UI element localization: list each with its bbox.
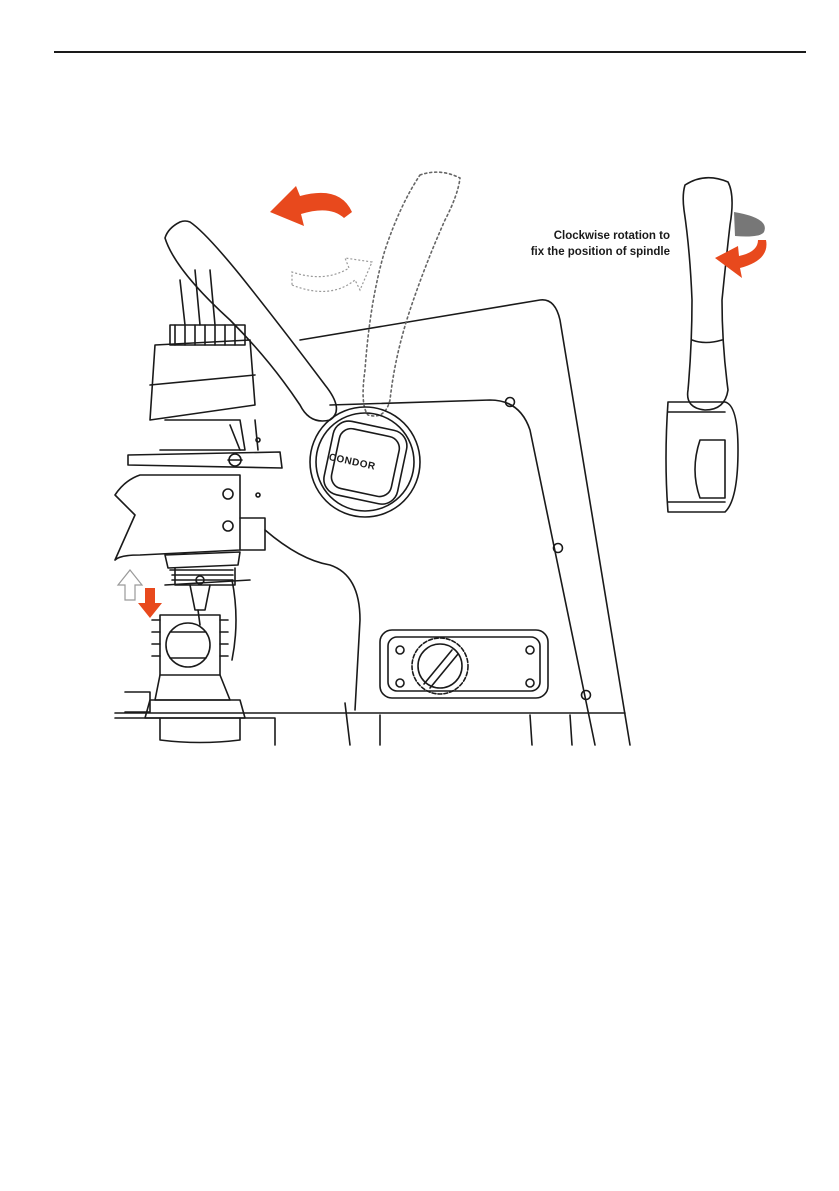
down-arrow-red bbox=[138, 588, 162, 618]
callout-line-1: Clockwise rotation to bbox=[500, 228, 670, 244]
plate-screw bbox=[396, 679, 404, 687]
adjustment-plate bbox=[380, 630, 548, 698]
detail-knob-body bbox=[666, 402, 738, 512]
rotation-band-gray bbox=[734, 212, 765, 237]
tool-holder bbox=[160, 615, 220, 675]
spindle-handle bbox=[165, 221, 336, 421]
body-base-line-2 bbox=[345, 703, 350, 745]
machine-body-inner bbox=[330, 400, 595, 745]
plate-screw bbox=[526, 679, 534, 687]
rotation-arrow-red bbox=[270, 186, 352, 226]
plate-screw bbox=[396, 646, 404, 654]
spindle-handle-ghost bbox=[363, 172, 460, 416]
clamp-lever bbox=[128, 452, 282, 468]
up-arrow-ghost bbox=[118, 570, 142, 600]
body-lower-curve bbox=[265, 530, 360, 710]
rotation-callout: Clockwise rotation to fix the position o… bbox=[500, 228, 670, 260]
detail-handle bbox=[683, 178, 732, 410]
rotation-arrow-ghost bbox=[292, 258, 372, 291]
jaw-block bbox=[115, 475, 240, 560]
callout-line-2: fix the position of spindle bbox=[500, 244, 670, 260]
plate-screw bbox=[526, 646, 534, 654]
rotation-arrow-detail bbox=[715, 240, 766, 278]
plate-knob bbox=[412, 638, 468, 694]
